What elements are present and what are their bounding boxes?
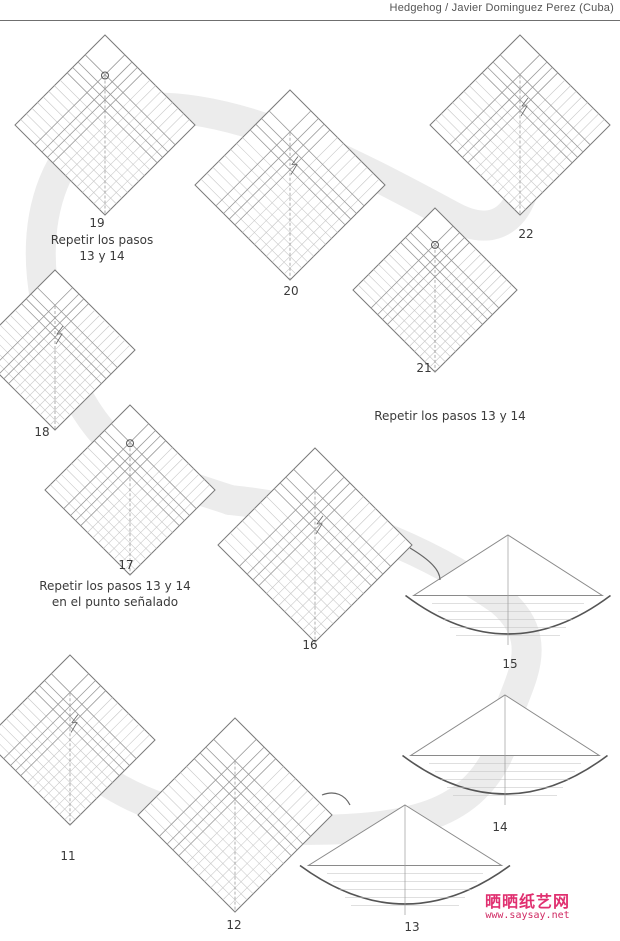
header-title: Hedgehog / Javier Dominguez Perez (Cuba) bbox=[390, 2, 614, 14]
step-number-12: 12 bbox=[222, 918, 246, 932]
note-line: Repetir los pasos bbox=[42, 232, 162, 248]
note-line: en el punto señalado bbox=[10, 594, 220, 610]
step-number-16: 16 bbox=[298, 638, 322, 652]
diagram-step-18 bbox=[0, 270, 135, 430]
diagram-step-16 bbox=[218, 448, 412, 642]
diagram-step-22 bbox=[430, 35, 610, 215]
step-number-20: 20 bbox=[279, 284, 303, 298]
step-number-15: 15 bbox=[498, 657, 522, 671]
step-number-13: 13 bbox=[400, 920, 424, 934]
step-number-17: 17 bbox=[114, 558, 138, 572]
note-line: 13 y 14 bbox=[42, 248, 162, 264]
site-watermark: 晒晒纸艺网 www.saysay.net bbox=[485, 888, 570, 921]
step-19-note: Repetir los pasos 13 y 14 bbox=[42, 232, 162, 264]
step-number-19: 19 bbox=[85, 216, 109, 230]
step-17-note: Repetir los pasos 13 y 14 en el punto se… bbox=[10, 578, 220, 610]
step-number-21: 21 bbox=[412, 361, 436, 375]
step-21-note: Repetir los pasos 13 y 14 bbox=[350, 408, 550, 424]
step-number-14: 14 bbox=[488, 820, 512, 834]
note-line: Repetir los pasos 13 y 14 bbox=[350, 408, 550, 424]
watermark-url: www.saysay.net bbox=[485, 910, 570, 921]
step-number-11: 11 bbox=[56, 849, 80, 863]
diagram-step-12 bbox=[138, 718, 332, 912]
diagram-step-14 bbox=[403, 695, 608, 805]
page-header: Hedgehog / Javier Dominguez Perez (Cuba) bbox=[0, 0, 620, 21]
diagram-step-17 bbox=[45, 405, 215, 575]
step-number-18: 18 bbox=[30, 425, 54, 439]
step-number-22: 22 bbox=[514, 227, 538, 241]
watermark-chinese: 晒晒纸艺网 bbox=[485, 888, 570, 912]
note-line: Repetir los pasos 13 y 14 bbox=[10, 578, 220, 594]
rotate-arrow bbox=[322, 793, 350, 805]
